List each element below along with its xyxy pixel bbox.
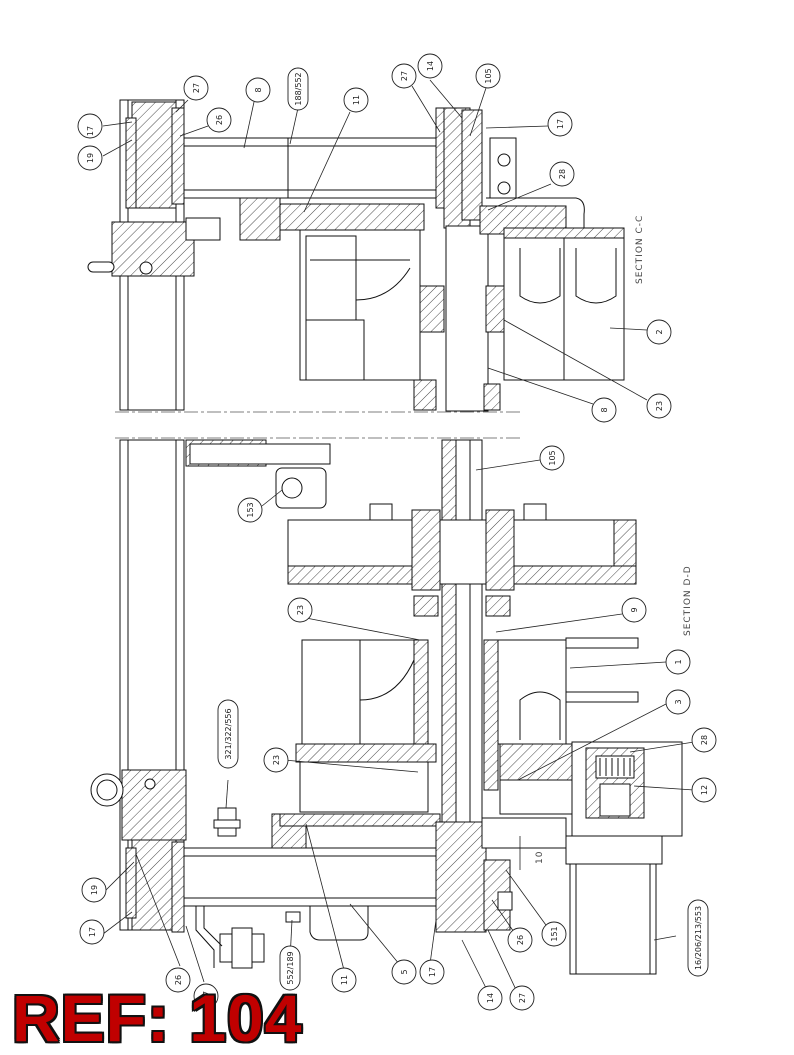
balloon-26a: 26	[206, 107, 232, 133]
balloon-27a: 27	[183, 75, 209, 101]
balloon-19a: 19	[77, 145, 103, 171]
svg-text:12: 12	[700, 785, 709, 795]
svg-text:17: 17	[86, 126, 95, 136]
balloon-9: 9	[621, 597, 647, 623]
balloon-105a: 105	[475, 63, 501, 89]
svg-text:5: 5	[400, 969, 409, 974]
left-frame	[87, 99, 221, 931]
balloon-5: 5	[391, 959, 417, 985]
svg-text:151: 151	[550, 926, 559, 941]
svg-text:26: 26	[174, 975, 183, 985]
section-dd-label: SECTION D-D	[683, 565, 693, 636]
svg-text:11: 11	[340, 975, 349, 985]
balloon-1: 1	[665, 649, 691, 675]
svg-text:19: 19	[90, 885, 99, 895]
svg-text:17: 17	[88, 927, 97, 937]
balloon-17d: 17	[419, 959, 445, 985]
balloon-17b: 17	[547, 111, 573, 137]
balloon-188-552: 188/552	[287, 67, 309, 111]
svg-text:321/322/556: 321/322/556	[224, 708, 233, 759]
svg-text:17: 17	[428, 967, 437, 977]
svg-text:37: 37	[202, 991, 211, 1001]
balloon-23a: 23	[646, 393, 672, 419]
svg-text:8: 8	[600, 407, 609, 412]
balloon-552-189: 552/189	[279, 945, 301, 991]
svg-text:1: 1	[674, 659, 683, 664]
balloon-37: 37	[193, 983, 219, 1009]
upper-assembly	[171, 107, 625, 412]
svg-text:552/189: 552/189	[286, 951, 295, 984]
svg-text:11: 11	[352, 95, 361, 105]
balloon-11b: 11	[331, 967, 357, 993]
svg-text:3: 3	[674, 699, 683, 704]
balloon-153: 153	[237, 497, 263, 523]
svg-text:23: 23	[655, 401, 664, 411]
svg-text:19: 19	[86, 153, 95, 163]
svg-text:27: 27	[192, 83, 201, 93]
svg-text:27: 27	[518, 993, 527, 1003]
svg-text:105: 105	[548, 450, 557, 465]
svg-text:26: 26	[516, 935, 525, 945]
svg-text:188/552: 188/552	[294, 72, 303, 105]
svg-text:28: 28	[558, 169, 567, 179]
svg-text:14: 14	[486, 993, 495, 1003]
svg-text:23: 23	[272, 755, 281, 765]
svg-text:17: 17	[556, 119, 565, 129]
balloon-17c: 17	[79, 919, 105, 945]
balloon-16-206-213-553: 16/206/213/553	[687, 899, 709, 977]
balloon-11a: 11	[343, 87, 369, 113]
balloon-8b: 8	[591, 397, 617, 423]
balloon-12: 12	[691, 777, 717, 803]
balloon-27c: 27	[509, 985, 535, 1011]
dimension-label: 10	[535, 851, 545, 864]
svg-text:26: 26	[215, 115, 224, 125]
balloon-26b: 26	[165, 967, 191, 993]
svg-text:16/206/213/553: 16/206/213/553	[694, 906, 703, 970]
balloon-8a: 8	[245, 77, 271, 103]
svg-text:14: 14	[426, 61, 435, 71]
svg-text:27: 27	[400, 71, 409, 81]
svg-text:153: 153	[246, 502, 255, 517]
balloon-23b: 23	[287, 597, 313, 623]
balloon-27b: 27	[391, 63, 417, 89]
balloon-17a: 17	[77, 113, 103, 139]
svg-text:8: 8	[254, 87, 263, 92]
svg-text:23: 23	[296, 605, 305, 615]
balloon-14a: 14	[417, 53, 443, 79]
svg-text:9: 9	[630, 607, 639, 612]
balloon-28a: 28	[549, 161, 575, 187]
balloon-23c: 23	[263, 747, 289, 773]
svg-text:2: 2	[655, 329, 664, 334]
balloon-26c: 26	[507, 927, 533, 953]
balloon-321-322-556: 321/322/556	[217, 699, 239, 769]
balloon-105b: 105	[539, 445, 565, 471]
balloon-28b: 28	[691, 727, 717, 753]
balloon-151: 151	[541, 921, 567, 947]
svg-text:28: 28	[700, 735, 709, 745]
svg-text:105: 105	[484, 68, 493, 83]
section-cc-label: SECTION C-C	[635, 215, 645, 284]
balloon-14b: 14	[477, 985, 503, 1011]
lower-assembly	[171, 439, 683, 975]
balloon-3: 3	[665, 689, 691, 715]
balloon-19b: 19	[81, 877, 107, 903]
reference-label: REF: 104	[12, 981, 303, 1055]
balloon-2: 2	[646, 319, 672, 345]
